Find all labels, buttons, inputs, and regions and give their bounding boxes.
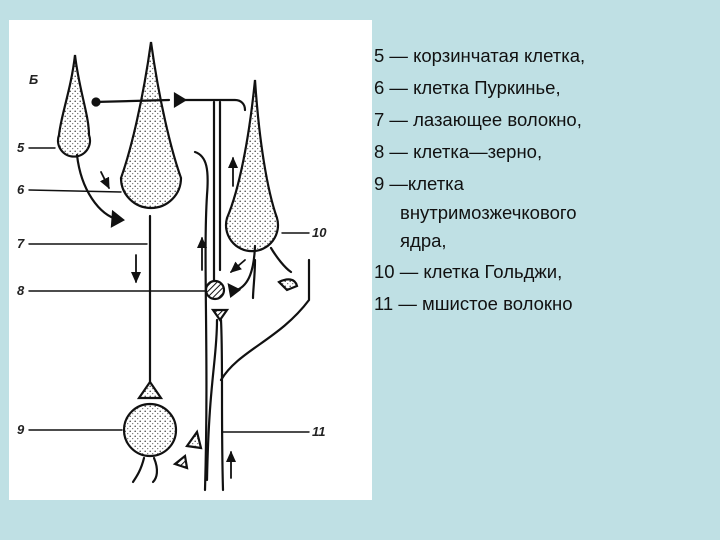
legend-item-9-line3: ядра,	[400, 230, 447, 251]
legend-item-11: 11 — мшистое волокно	[374, 293, 573, 314]
nucleus-cell	[131, 456, 159, 484]
legend-item-9-line2: внутримозжечкового	[400, 202, 577, 223]
legend-item-9: 9 —клетка внутримозжечкового ядра,	[374, 168, 714, 256]
mossy-fibre	[205, 318, 219, 482]
purkinje-cell	[119, 41, 183, 210]
label-11: 11	[312, 424, 326, 439]
label-10: 10	[312, 225, 327, 240]
granule-axon	[212, 100, 222, 282]
legend-item-7: 7 — лазающее волокно,	[374, 109, 582, 130]
legend-item-9-line1: 9 —клетка	[374, 173, 464, 194]
basket-cell	[56, 54, 92, 158]
legend-item-5: 5 — корзинчатая клетка,	[374, 45, 586, 66]
legend-item-10: 10 — клетка Гольджи,	[374, 261, 563, 282]
purkinje-terminal	[136, 380, 164, 400]
legend-item-8: 8 — клетка—зерно,	[374, 141, 543, 162]
nucleus-cell-body	[122, 402, 178, 458]
basket-axon	[75, 153, 121, 222]
label-5: 5	[17, 140, 25, 155]
granule-cell	[204, 279, 226, 301]
panel-letter: Б	[29, 72, 38, 87]
legend-item-6: 6 — клетка Пуркинье,	[374, 77, 561, 98]
parallel-fibre	[92, 98, 247, 112]
cerebellum-cell-diagram: Б 5 6 7 8 9 10 11	[9, 20, 372, 500]
label-9: 9	[17, 422, 25, 437]
mossy-terminal	[185, 429, 203, 450]
legend: 5 — корзинчатая клетка, 6 — клетка Пурки…	[374, 40, 714, 320]
golgi-axon	[235, 244, 257, 292]
label-8: 8	[17, 283, 25, 298]
label-6: 6	[17, 182, 25, 197]
diagram-drawing: Б 5 6 7 8 9 10 11	[17, 41, 327, 492]
golgi-cell	[224, 79, 280, 253]
label-7: 7	[17, 236, 25, 251]
